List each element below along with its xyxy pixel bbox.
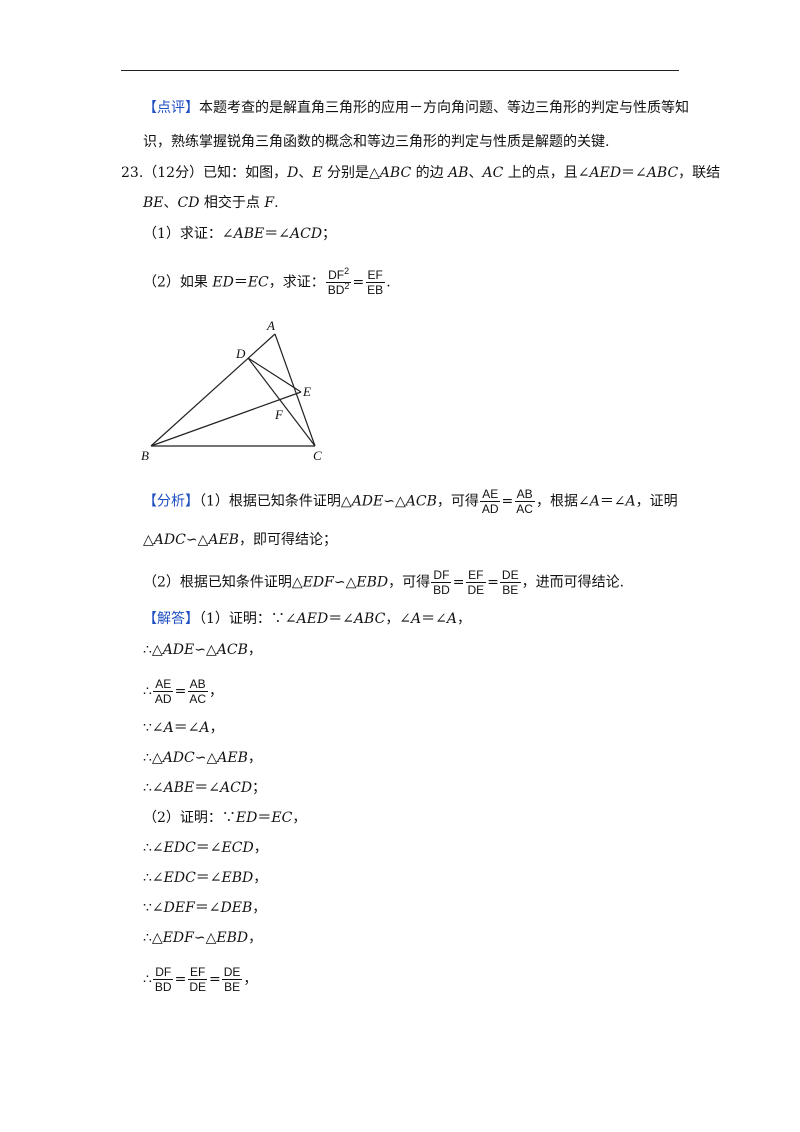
segment-be — [150, 391, 302, 447]
segment-ac — [274, 333, 316, 447]
problem-line-2: BE、CD 相交于点 F. — [143, 195, 279, 211]
label-f: F — [274, 407, 284, 422]
triangle-figure: A D E F B C — [141, 318, 322, 463]
jieda-line-6: ∴∠ABE＝∠ACD； — [143, 780, 267, 796]
jieda-line-10: ∵∠DEF＝∠DEB， — [143, 900, 267, 916]
segment-ab — [150, 333, 276, 447]
header-rule — [121, 70, 679, 71]
jieda-line-4: ∵∠A＝∠A， — [143, 720, 224, 736]
dianping-tag: 【点评】 — [143, 100, 199, 116]
fenxi-tag: 【分析】 — [143, 493, 199, 510]
dianping-line-1: 【点评】本题考查的是解直角三角形的应用－方向角问题、等边三角形的判定与性质等知 — [143, 100, 689, 116]
problem-line-1: 23.（12分）已知：如图，D、E 分别是△ABC 的边 AB、AC 上的点，且… — [121, 165, 721, 181]
jieda-line-11: ∴△EDF∽△EBD， — [143, 930, 263, 946]
label-c: C — [313, 448, 322, 463]
label-b: B — [141, 448, 149, 463]
jieda-line-8: ∴∠EDC＝∠ECD， — [143, 840, 268, 856]
jieda-line-9: ∴∠EDC＝∠EBD， — [143, 870, 268, 886]
jieda-line-7: （2）证明：∵ED＝EC， — [143, 810, 307, 826]
label-a: A — [266, 318, 275, 333]
fenxi-line-2: △ADC∽△AEB，即可得结论； — [143, 532, 337, 548]
jieda-tag: 【解答】 — [143, 611, 199, 627]
jieda-line-1: 【解答】（1）证明：∵∠AED＝∠ABC，∠A＝∠A， — [143, 611, 472, 627]
label-d: D — [235, 346, 246, 361]
segment-cd — [247, 357, 316, 447]
label-e: E — [302, 384, 311, 399]
dianping-line-2: 识，熟练掌握锐角三角函数的概念和等边三角形的判定与性质是解题的关键. — [143, 134, 610, 150]
jieda-line-2: ∴△ADE∽△ACB， — [143, 642, 262, 658]
jieda-line-5: ∴△ADC∽△AEB， — [143, 750, 262, 766]
segment-de — [247, 357, 302, 393]
question-1: （1）求证：∠ABE＝∠ACD； — [143, 226, 337, 242]
